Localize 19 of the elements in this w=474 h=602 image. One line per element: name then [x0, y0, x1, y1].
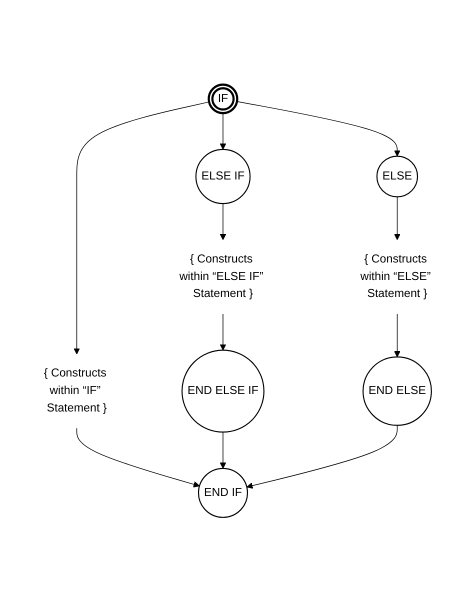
- node-circle: ELSE IF: [195, 148, 251, 204]
- node-text: { Constructs within “IF” Statement }: [44, 367, 107, 414]
- arrow: [220, 203, 226, 240]
- arrow: [220, 314, 226, 350]
- node-circle: END ELSE IF: [182, 350, 264, 433]
- node-circle: END IF: [198, 468, 248, 518]
- arrow: [74, 102, 210, 354]
- node-circle: ELSE: [376, 156, 418, 198]
- arrow: [394, 314, 400, 358]
- arrow: [236, 101, 400, 156]
- arrow: [76, 428, 200, 488]
- node-circle: END ELSE: [362, 356, 432, 426]
- node-text: { Constructs within “ELSE IF” Statement }: [179, 252, 264, 300]
- node-text: { Constructs within “ELSE” Statement }: [360, 252, 431, 300]
- arrow: [246, 424, 398, 489]
- arrow: [220, 432, 226, 469]
- arrow: [394, 196, 400, 240]
- node-circle: IF: [208, 84, 238, 114]
- arrow: [220, 112, 226, 150]
